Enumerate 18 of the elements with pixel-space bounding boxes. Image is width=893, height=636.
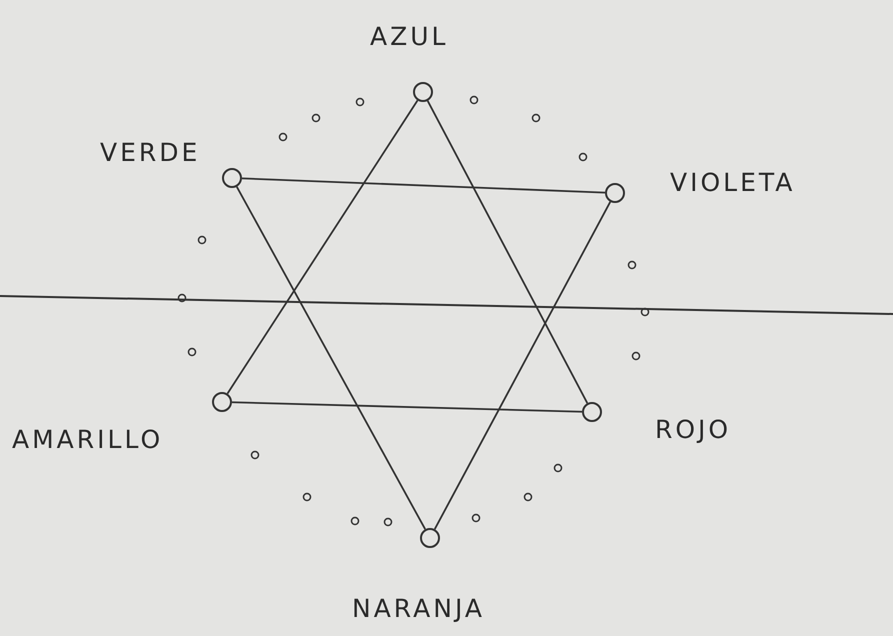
color-label: AMARILLO (12, 425, 164, 454)
connecting-line (242, 178, 606, 194)
connecting-line (226, 100, 418, 394)
small-circle (582, 402, 602, 422)
connecting-line (426, 100, 588, 404)
small-circle (212, 392, 232, 412)
color-label: NARANJA (352, 594, 485, 623)
connecting-line (434, 201, 612, 530)
color-label: VERDE (100, 138, 200, 167)
small-circle (222, 168, 242, 188)
small-circle (420, 528, 440, 548)
connecting-line (232, 401, 582, 413)
color-label: AZUL (370, 22, 448, 51)
color-label: VIOLETA (670, 168, 796, 197)
small-circle (605, 183, 625, 203)
connecting-line (236, 186, 426, 530)
color-label: ROJO (655, 415, 732, 444)
small-circle (413, 82, 433, 102)
